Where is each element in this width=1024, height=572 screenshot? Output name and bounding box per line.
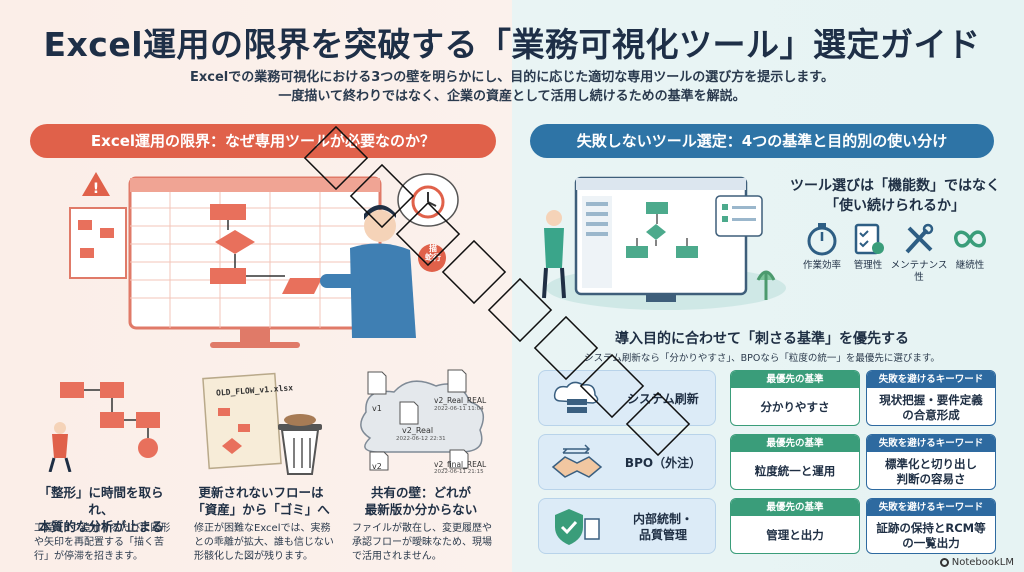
criterion-label: 継続性 [955,260,985,271]
criterion-label: メンテナンス性 [890,260,948,283]
keyword-header: 失敗を避けるキーワード [867,435,995,452]
file-v1: v1 [372,404,382,413]
card-1-body: 工程を1つ追加するたびに図形や矢印を再配置する「描く苦行」が停滞を招きます。 [34,523,171,562]
card-1-title-line-1: 「整形」に時間を取られ、 [38,485,164,517]
criterion-header: 最優先の基準 [731,371,859,388]
card-3-title: 共有の壁：どれが 最新版か分からない [346,484,496,518]
card-2-title: 更新されないフローは 「資産」から「ゴミ」へ [186,484,336,518]
criterion-header: 最優先の基準 [731,499,859,516]
criterion-header: 最優先の基準 [731,435,859,452]
criterion-maintainability: メンテナンス性 [888,222,950,284]
stopwatch-icon [807,223,837,256]
keyword-line-1: 現状把握・要件定義 [879,392,983,407]
selection-question-line-2: 「使い続けられるか」 [825,198,965,214]
card-2-title-line-1: 更新されないフローは [198,485,324,500]
criterion-manageability: 管理性 [842,222,894,272]
keyword-1: 失敗を避けるキーワード 現状把握・要件定義の合意形成 [866,370,996,426]
tools-icon [905,223,934,254]
card-1-title: 「整形」に時間を取られ、 本質的な分析が止まる [26,484,176,535]
infinity-icon [954,230,986,248]
criterion-value: 管理と出力 [766,528,824,542]
criterion-label: 作業効率 [802,260,841,271]
purpose-label: システム刷新 [627,392,699,406]
keyword-line-2: の合意形成 [902,407,960,422]
notebooklm-icon [939,558,949,567]
keyword-line-1: 証跡の保持とRCM等 [876,520,986,535]
keyword-line-2: の一覧出力 [902,535,960,550]
file-date-2: 2022-06-12 22:31 [396,436,446,442]
selection-question-line-1: ツール選びは「機能数」ではなく [790,178,1000,194]
card-2-body: 修正が困難なExcelでは、実務との乖離が拡大、誰も信じない形骸化した図が残りま… [194,523,334,562]
priority-criterion-1: 最優先の基準 分かりやすさ [730,370,860,426]
tool-dashboard-illustration [536,168,786,318]
purpose-label-line-2: 品質管理 [638,528,687,542]
purpose-system-renewal: システム刷新 [538,370,716,426]
purpose-label: 内部統制・品質管理 [611,499,715,555]
keyword-2: 失敗を避けるキーワード 標準化と切り出し判断の容易さ [866,434,996,490]
card-3-title-line-1: 共有の壁：どれが [370,485,471,500]
file-v2-final-real: v2_final_REAL [434,460,487,469]
checklist-icon [854,223,884,255]
footer-logo-text: NotebookLM [951,557,1014,568]
right-section-banner: 失敗しないツール選定：4つの基準と目的別の使い分け [530,124,994,158]
keyword-line-1: 標準化と切り出し [885,456,977,471]
keyword-3: 失敗を避けるキーワード 証跡の保持とRCM等の一覧出力 [866,498,996,554]
subtitle-line-1: Excelでの業務可視化における3つの壁を明らかにし、目的に応じた適切な専用ツー… [190,70,834,85]
purpose-bpo: BPO（外注） [538,434,716,490]
file-v2-real-real: v2_Real_REAL [434,396,487,405]
version-chaos-illustration: v1 v2_Real_REAL 2022-06-11 11:04 v2_Real… [350,368,490,476]
cloud-server-icon [553,381,599,413]
purpose-internal-control: 内部統制・品質管理 [538,498,716,554]
file-v2-real: v2_Real [402,426,434,435]
flow-rework-illustration [48,382,160,472]
selection-question: ツール選びは「機能数」ではなく 「使い続けられるか」 [780,176,1010,216]
outdated-file-illustration [202,372,322,475]
excel-struggle-illustration: ! 描 蛇行 [60,168,500,358]
card-3-title-line-2: 最新版か分からない [364,502,478,517]
purpose-heading: 導入目的に合わせて「刺さる基準」を優先する [615,331,909,347]
keyword-header: 失敗を避けるキーワード [867,371,995,388]
criterion-value: 分かりやすさ [760,400,830,414]
card-1-title-line-2: 本質的な分析が止まる [38,519,164,534]
priority-criterion-3: 最優先の基準 管理と出力 [730,498,860,554]
keyword-value: 標準化と切り出し判断の容易さ [867,452,995,489]
page-title: Excel運用の限界を突破する「業務可視化ツール」選定ガイド [43,25,981,64]
file-date-1: 2022-06-11 11:04 [434,406,484,412]
file-date-3: 2022-06-11 21:15 [434,469,484,475]
file-v2: v2 [372,462,382,471]
priority-criterion-2: 最優先の基準 粒度統一と運用 [730,434,860,490]
criterion-continuity: 継続性 [944,222,996,272]
handshake-icon [551,444,603,478]
page-subtitle: Excelでの業務可視化における3つの壁を明らかにし、目的に応じた適切な専用ツー… [0,68,1024,106]
criterion-label: 管理性 [853,260,883,271]
svg-text:!: ! [93,181,99,197]
purpose-label: BPO（外注） [624,456,702,470]
card-3-body: ファイルが散在し、変更履歴や承認フローが曖昧なため、現場で活用されません。 [352,523,492,562]
keyword-line-2: 判断の容易さ [896,471,966,486]
purpose-subtext: システム刷新なら「分かりやすさ」、BPOなら「粒度の統一」を最優先に選びます。 [584,353,940,364]
card-2-title-line-2: 「資産」から「ゴミ」へ [192,502,330,517]
keyword-value: 現状把握・要件定義の合意形成 [867,388,995,425]
keyword-value: 証跡の保持とRCM等の一覧出力 [867,516,995,553]
purpose-label-line-1: 内部統制・ [632,512,693,526]
criterion-value: 粒度統一と運用 [754,464,836,478]
keyword-header: 失敗を避けるキーワード [867,499,995,516]
left-section-banner: Excel運用の限界：なぜ専用ツールが必要なのか？ [30,124,496,158]
shield-check-icon [555,509,600,545]
subtitle-line-2: 一度描いて終わりではなく、企業の資産として活用し続けるための基準を解説。 [278,89,746,104]
footer-logo: NotebookLM [939,557,1014,568]
hero-badge: 描 蛇行 [425,244,441,262]
criterion-efficiency: 作業効率 [796,222,848,272]
